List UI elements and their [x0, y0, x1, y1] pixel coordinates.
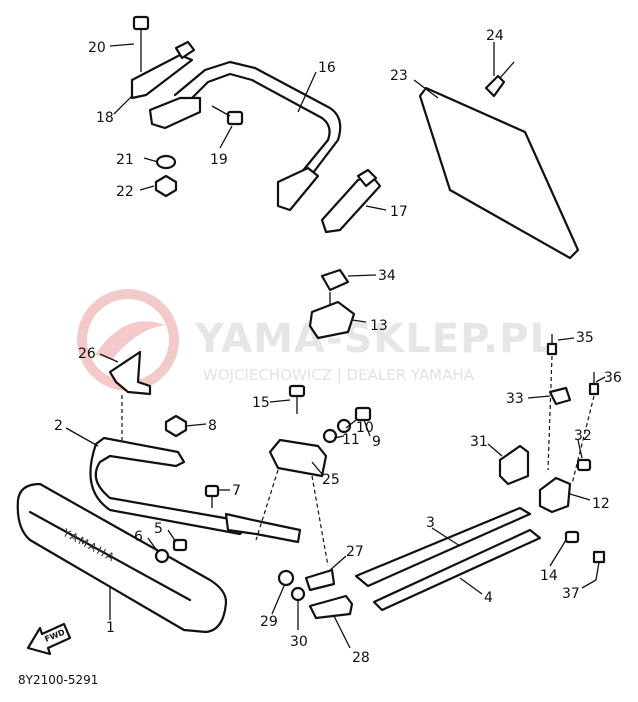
callout-4: 4: [484, 590, 493, 606]
part-37-rivet: [592, 550, 606, 581]
callout-13: 13: [370, 318, 388, 334]
part-14-bolt: [564, 530, 580, 544]
callout-34: 34: [378, 268, 396, 284]
callout-24: 24: [486, 28, 504, 44]
callout-7: 7: [232, 483, 241, 499]
callout-20: 20: [88, 40, 106, 56]
part-27-clip: [304, 568, 336, 592]
callout-14: 14: [540, 568, 558, 584]
part-34-cap: [320, 268, 350, 292]
callout-33: 33: [506, 391, 524, 407]
part-25-bracket: [255, 438, 329, 567]
part-35-screw: [546, 334, 558, 471]
callout-27: 27: [346, 544, 364, 560]
part-13-clamp: [308, 292, 356, 340]
part-29-nut: [277, 569, 295, 587]
callout-25: 25: [322, 472, 340, 488]
callout-32: 32: [574, 428, 592, 444]
part-7-bolt: [204, 484, 220, 508]
callout-29: 29: [260, 614, 278, 630]
part-17-bracket: [320, 168, 382, 234]
part-6-washer: [154, 548, 170, 564]
watermark-title: YAMA-SKLEP.PL: [194, 316, 556, 362]
part-31-clamp: [498, 444, 530, 486]
part-28-pad: [308, 594, 354, 620]
callouts: 20 18 21 22 19 16 17 23 24 34 13 26 2 8 …: [54, 28, 622, 666]
part-12-clamp: [538, 476, 572, 514]
part-10-washer: [336, 418, 352, 434]
part-22-nut: [154, 174, 178, 198]
watermark: YAMA-SKLEP.PL WOJCIECHOWICZ | DEALER YAM…: [77, 289, 556, 391]
part-3-strip: [354, 506, 532, 588]
callout-3: 3: [426, 515, 435, 531]
callout-21: 21: [116, 152, 134, 168]
part-9-bolt: [354, 406, 372, 422]
callout-2: 2: [54, 418, 63, 434]
callout-31: 31: [470, 434, 488, 450]
part-16-handle: [148, 60, 342, 212]
watermark-subtitle: WOJCIECHOWICZ | DEALER YAMAHA: [203, 366, 475, 384]
part-15-bolt: [288, 384, 306, 414]
callout-17: 17: [390, 204, 408, 220]
part-30-washer: [290, 586, 306, 602]
part-23-plate: [418, 86, 580, 260]
part-33-cap: [548, 386, 572, 406]
callout-1: 1: [106, 620, 115, 636]
part-32-bolt: [576, 458, 592, 472]
callout-8: 8: [208, 418, 217, 434]
callout-37: 37: [562, 586, 580, 602]
part-20-bolt: [132, 15, 150, 72]
part-21-collar: [155, 154, 177, 170]
part-18-bracket: [130, 40, 196, 100]
diagram-code: 8Y2100-5291: [18, 673, 98, 687]
callout-22: 22: [116, 184, 134, 200]
part-24-rivet: [484, 61, 515, 98]
callout-18: 18: [96, 110, 114, 126]
part-2-frame: [89, 436, 302, 544]
callout-35: 35: [576, 330, 594, 346]
callout-30: 30: [290, 634, 308, 650]
part-19-bolt: [211, 105, 244, 126]
callout-16: 16: [318, 60, 336, 76]
part-36-screw: [571, 372, 600, 485]
fwd-arrow-icon: FWD: [26, 622, 72, 656]
part-8-nut: [164, 414, 188, 438]
part-11-washer: [322, 428, 338, 444]
part-4-strip: [372, 528, 542, 612]
callout-12: 12: [592, 496, 610, 512]
callout-19: 19: [210, 152, 228, 168]
part-26-bracket: [108, 350, 152, 440]
callout-5: 5: [154, 521, 163, 537]
callout-23: 23: [390, 68, 408, 84]
callout-26: 26: [78, 346, 96, 362]
callout-9: 9: [372, 434, 381, 450]
callout-15: 15: [252, 395, 270, 411]
leader-lines: [65, 42, 606, 649]
callout-28: 28: [352, 650, 370, 666]
callout-11: 11: [342, 432, 360, 448]
callout-36: 36: [604, 370, 622, 386]
callout-6: 6: [134, 529, 143, 545]
part-1-bumper: YAMAHA: [16, 482, 228, 634]
watermark-logo-swoosh: [95, 321, 165, 360]
callout-10: 10: [356, 420, 374, 436]
part-5-bolt: [172, 538, 188, 552]
